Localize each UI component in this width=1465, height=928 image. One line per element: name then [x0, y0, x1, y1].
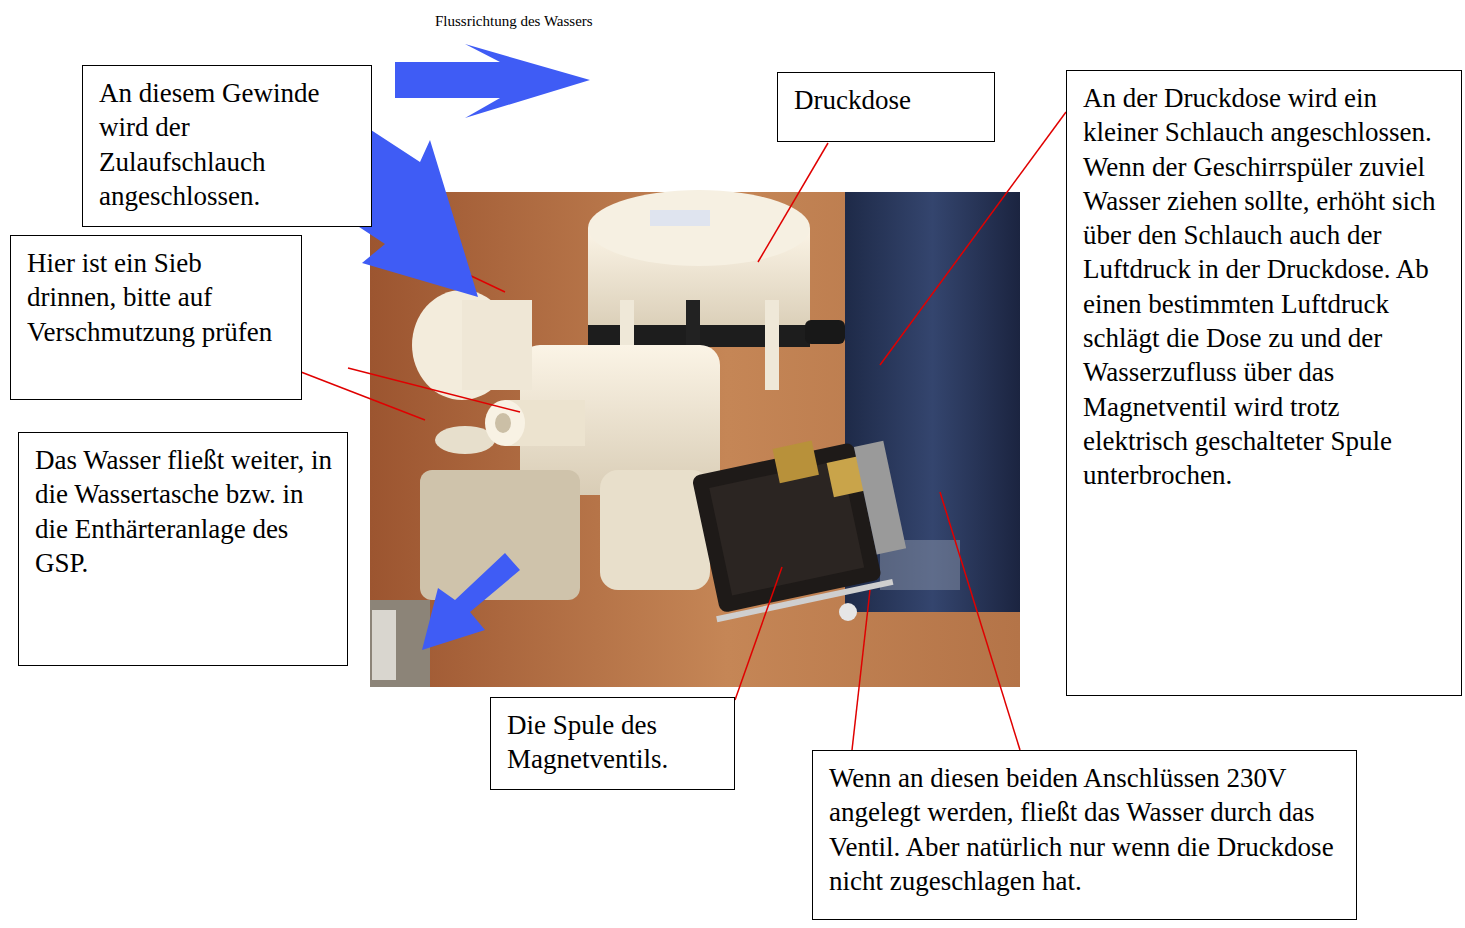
flow-direction-label: Flussrichtung des Wassers — [435, 12, 593, 30]
callout-text: Druckdose — [794, 83, 982, 117]
callout-text: Wenn an diesen beiden Anschlüssen 230V a… — [829, 761, 1344, 898]
callout-text: Die Spule des Magnetventils. — [507, 708, 722, 777]
terminal-callout: Wenn an diesen beiden Anschlüssen 230V a… — [812, 750, 1357, 920]
outlet-callout: Das Wasser fließt weiter, in die Wassert… — [18, 432, 348, 666]
part-name-box: Druckdose — [777, 72, 995, 142]
callout-text: An diesem Gewinde wird der Zulaufschlauc… — [99, 76, 359, 213]
callout-text: Hier ist ein Sieb drinnen, bitte auf Ver… — [27, 246, 289, 349]
callout-text: Das Wasser fließt weiter, in die Wassert… — [35, 443, 335, 580]
thread-callout: An diesem Gewinde wird der Zulaufschlauc… — [82, 65, 372, 227]
sieve-callout: Hier ist ein Sieb drinnen, bitte auf Ver… — [10, 235, 302, 400]
coil-callout: Die Spule des Magnetventils. — [490, 697, 735, 790]
pressure-box-callout: An der Druckdose wird ein kleiner Schlau… — [1066, 70, 1462, 696]
callout-text: An der Druckdose wird ein kleiner Schlau… — [1083, 81, 1449, 492]
